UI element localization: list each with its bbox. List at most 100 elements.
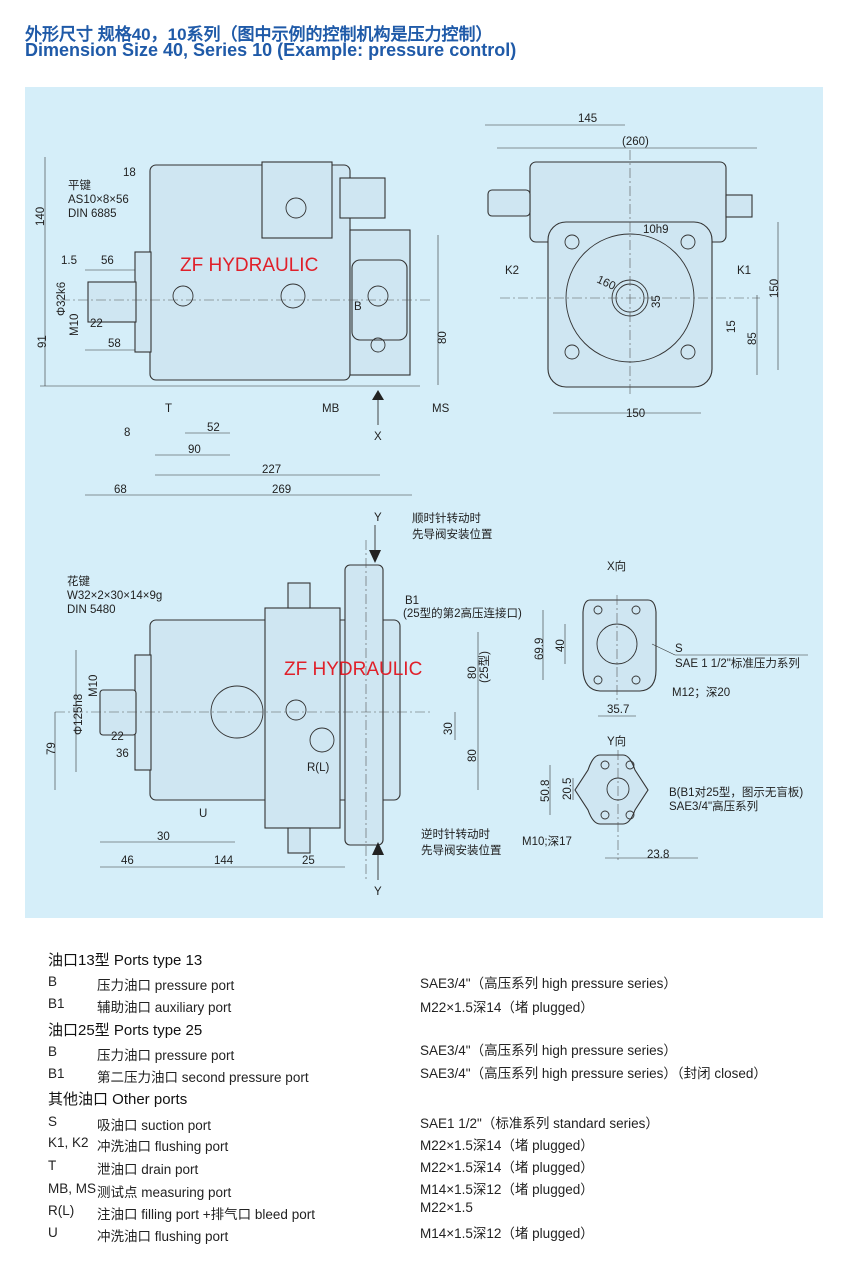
port-b-spec: SAE3/4"高压系列 bbox=[669, 799, 758, 813]
port-s-label: S bbox=[675, 643, 683, 655]
cw-note-line2: 先导阀安装位置 bbox=[412, 527, 493, 541]
dim-30: 30 bbox=[157, 831, 170, 843]
dim-20-5: 20.5 bbox=[562, 778, 574, 800]
port-code: T bbox=[48, 1158, 57, 1173]
dim-phi125: Φ125h8 bbox=[73, 694, 85, 735]
port-code: B1 bbox=[48, 1066, 65, 1081]
view-y-arrow-label-top: Y bbox=[374, 512, 382, 524]
dim-227: 227 bbox=[262, 464, 281, 476]
port-spec: SAE3/4"（高压系列 high pressure series） bbox=[420, 1043, 677, 1058]
port-b-note: B(B1对25型，图示无盲板) bbox=[669, 785, 803, 799]
dim-90: 90 bbox=[188, 444, 201, 456]
thread-m10-note: M10;深17 bbox=[522, 834, 572, 848]
front-view: 145 (260) 10h9 160 35 K2 K1 150 15 85 15… bbox=[485, 113, 781, 420]
ccw-note-line1: 逆时针转动时 bbox=[421, 827, 490, 841]
dim-22: 22 bbox=[111, 731, 124, 743]
dim-52: 52 bbox=[207, 422, 220, 434]
spline-spec: W32×2×30×14×9g bbox=[67, 590, 162, 602]
view-y-arrow-label-bottom: Y bbox=[374, 886, 382, 898]
dim-80-lower: 80 bbox=[467, 749, 479, 762]
thread-m12-note: M12；深20 bbox=[672, 685, 730, 699]
y-view-flange: Y向 50.8 20.5 B(B1对25型，图示无盲板) SAE3/4"高压系列… bbox=[522, 734, 803, 861]
dim-35-7: 35.7 bbox=[607, 704, 629, 716]
port-code: U bbox=[48, 1225, 58, 1240]
dim-79: 79 bbox=[46, 742, 58, 755]
port-b1-note: (25型的第2高压连接口) bbox=[403, 606, 522, 620]
cw-note-line1: 顺时针转动时 bbox=[412, 511, 481, 525]
port-code: MB, MS bbox=[48, 1181, 97, 1196]
port-spec: M14×1.5深12（堵 plugged） bbox=[420, 1182, 594, 1197]
section-other-ports: 其他油口 Other ports bbox=[48, 1091, 188, 1108]
dim-46: 46 bbox=[121, 855, 134, 867]
port-code: B bbox=[48, 974, 58, 989]
port-code: K1, K2 bbox=[48, 1135, 89, 1150]
port-desc: 冲洗油口 flushing port bbox=[97, 1139, 229, 1154]
dim-91: 91 bbox=[37, 335, 49, 348]
title-english: Dimension Size 40, Series 10 (Example: p… bbox=[25, 40, 517, 60]
port-code: B1 bbox=[48, 996, 65, 1011]
port-desc: 压力油口 pressure port bbox=[97, 1048, 235, 1063]
dim-150-horizontal: 150 bbox=[626, 408, 645, 420]
watermark: ZF HYDRAULIC bbox=[180, 255, 318, 276]
port-ms-label: MS bbox=[432, 403, 450, 415]
ccw-note-line2: 先导阀安装位置 bbox=[421, 843, 502, 857]
port-desc: 吸油口 suction port bbox=[97, 1118, 212, 1133]
port-t-label: T bbox=[165, 403, 172, 415]
port-b-label: B bbox=[354, 301, 362, 313]
key-din: DIN 6885 bbox=[68, 208, 117, 220]
port-desc: 第二压力油口 second pressure port bbox=[97, 1070, 309, 1085]
x-view-flange: X向 69.9 40 S SAE 1 1/2"标准压力系列 M12；深20 35… bbox=[534, 559, 808, 717]
port-desc: 冲洗油口 flushing port bbox=[97, 1229, 229, 1244]
dim-22: 22 bbox=[90, 318, 103, 330]
dim-85: 85 bbox=[747, 332, 759, 345]
port-desc: 测试点 measuring port bbox=[97, 1185, 232, 1200]
dim-m10: M10 bbox=[69, 314, 81, 336]
port-desc: 压力油口 pressure port bbox=[97, 978, 235, 993]
key-spec: AS10×8×56 bbox=[68, 194, 129, 206]
key-label: 平键 bbox=[68, 178, 91, 192]
dim-25: 25 bbox=[302, 855, 315, 867]
type25-note: (25型) bbox=[477, 651, 491, 683]
dim-18: 18 bbox=[123, 167, 136, 179]
port-code: R(L) bbox=[48, 1203, 75, 1218]
port-desc: 辅助油口 auxiliary port bbox=[97, 1000, 232, 1015]
port-b1-label: B1 bbox=[405, 595, 419, 607]
port-k2-label: K2 bbox=[505, 265, 519, 277]
dim-145: 145 bbox=[578, 113, 597, 125]
port-desc: 泄油口 drain port bbox=[97, 1162, 199, 1177]
port-desc: 注油口 filling port +排气口 bleed port bbox=[97, 1207, 315, 1222]
port-spec: M22×1.5深14（堵 plugged） bbox=[420, 1138, 594, 1153]
dim-36: 36 bbox=[116, 748, 129, 760]
port-mb-label: MB bbox=[322, 403, 340, 415]
port-k1-label: K1 bbox=[737, 265, 751, 277]
x-view-title: X向 bbox=[607, 559, 626, 573]
dim-40: 40 bbox=[555, 639, 567, 652]
watermark: ZF HYDRAULIC bbox=[284, 659, 422, 680]
dim-35: 35 bbox=[651, 295, 663, 308]
dim-269: 269 bbox=[272, 484, 291, 496]
dim-56: 56 bbox=[101, 255, 114, 267]
top-view: Y 顺时针转动时 先导阀安装位置 B1 (25型的第2高压连接口) 花键 W32… bbox=[46, 511, 522, 898]
dim-140: 140 bbox=[35, 207, 47, 226]
spline-din: DIN 5480 bbox=[67, 604, 116, 616]
port-s-spec: SAE 1 1/2"标准压力系列 bbox=[675, 656, 800, 670]
port-spec: SAE3/4"（高压系列 high pressure series）（封闭 cl… bbox=[420, 1066, 767, 1081]
dim-150-vertical: 150 bbox=[769, 279, 781, 298]
dim-58: 58 bbox=[108, 338, 121, 350]
dim-260: (260) bbox=[622, 136, 649, 148]
dim-m10: M10 bbox=[88, 675, 100, 697]
dimension-drawing: 平键 AS10×8×56 DIN 6885 140 18 1.5 56 Φ32k… bbox=[25, 87, 823, 918]
section-ports-type-13: 油口13型 Ports type 13 bbox=[48, 952, 203, 969]
title-chinese: 外形尺寸 规格40，10系列（图中示例的控制机构是压力控制） bbox=[25, 25, 493, 44]
dim-68: 68 bbox=[114, 484, 127, 496]
port-code: S bbox=[48, 1114, 58, 1129]
port-rl-label: R(L) bbox=[307, 762, 330, 774]
dim-144: 144 bbox=[214, 855, 234, 867]
dim-69-9: 69.9 bbox=[534, 638, 546, 660]
y-view-title: Y向 bbox=[607, 734, 626, 748]
dim-80-upper: 80 bbox=[467, 666, 479, 679]
port-spec: M22×1.5深14（堵 plugged） bbox=[420, 1000, 594, 1015]
dim-10h9: 10h9 bbox=[643, 224, 669, 236]
dim-80: 80 bbox=[437, 331, 449, 344]
